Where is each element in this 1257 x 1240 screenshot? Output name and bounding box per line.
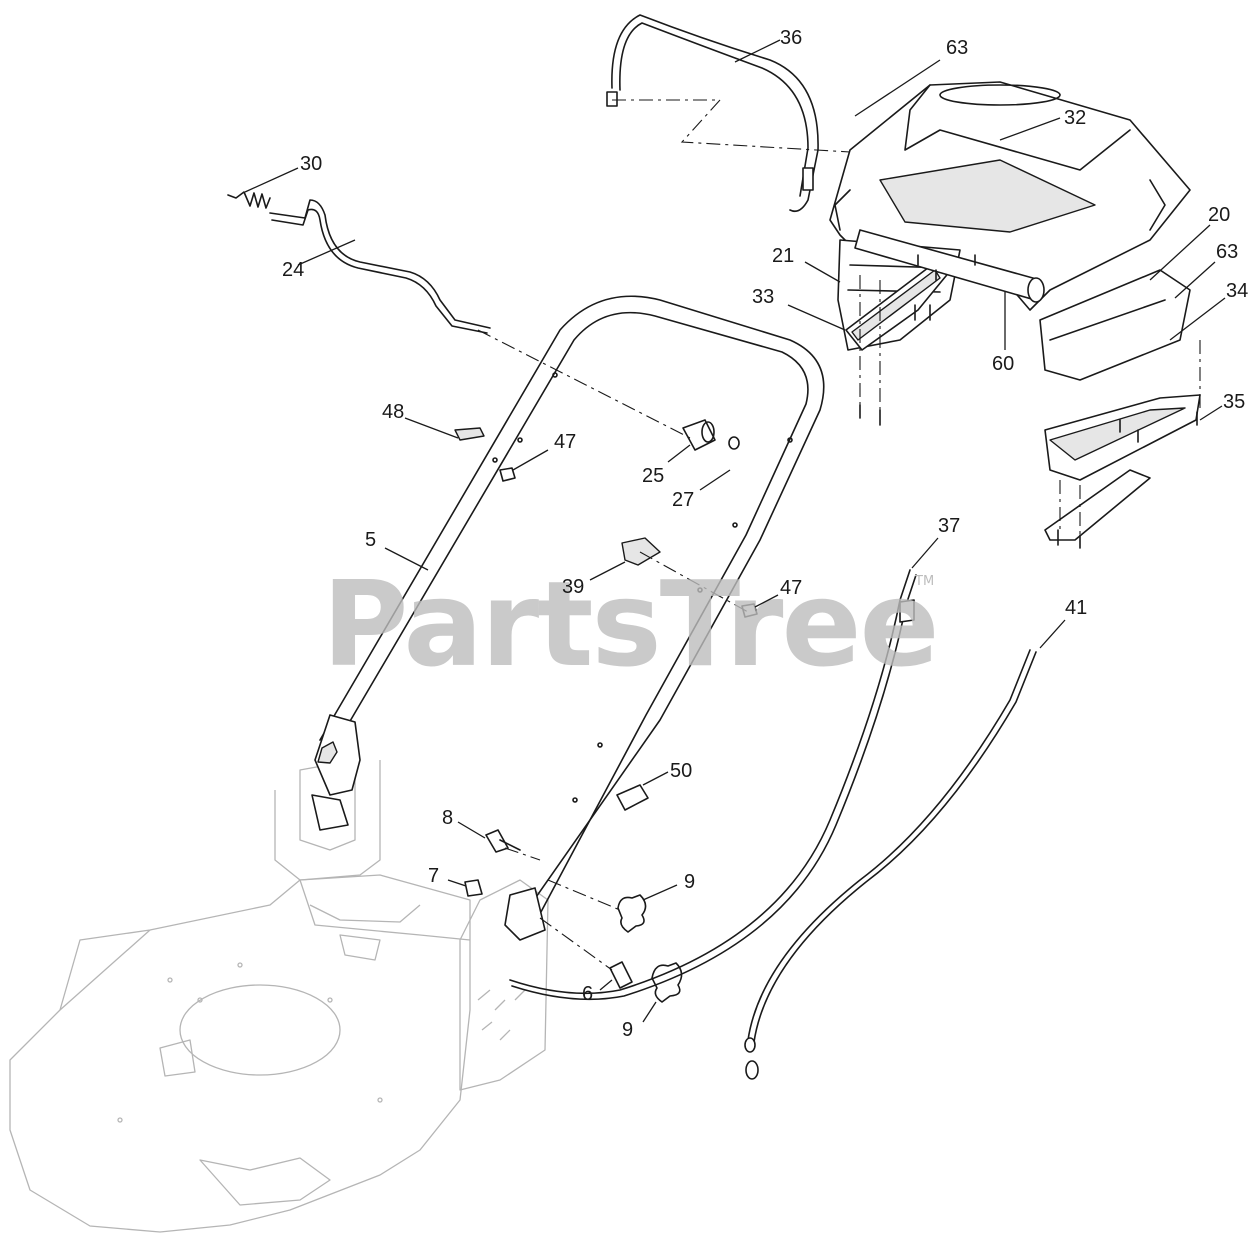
callout-9-lower: 9 xyxy=(622,1019,633,1041)
cable-37 xyxy=(509,569,917,1001)
watermark: PartsTree xyxy=(322,555,938,693)
callout-47-lower: 47 xyxy=(780,577,802,599)
callout-36: 36 xyxy=(780,27,802,49)
callout-50: 50 xyxy=(670,760,692,782)
callout-35: 35 xyxy=(1223,391,1245,413)
left-handle-bracket xyxy=(311,714,361,831)
throttle-rod xyxy=(269,199,491,334)
callout-8: 8 xyxy=(442,807,453,829)
callout-39: 39 xyxy=(562,576,584,598)
bolt-8 xyxy=(485,829,521,853)
assembly-paths xyxy=(477,99,1201,971)
nut-47-lower xyxy=(741,603,758,618)
leader-lines xyxy=(244,39,1226,1023)
rail-right xyxy=(1044,394,1201,541)
bail-bar xyxy=(606,14,819,213)
screws xyxy=(859,254,1198,549)
callout-21: 21 xyxy=(772,245,794,267)
spring xyxy=(227,191,271,209)
callout-30: 30 xyxy=(300,153,322,175)
block-50 xyxy=(616,784,649,811)
callout-63-top: 63 xyxy=(946,37,968,59)
callout-41: 41 xyxy=(1065,597,1087,619)
callout-47-upper: 47 xyxy=(554,431,576,453)
bushing-25 xyxy=(682,419,716,451)
callout-32: 32 xyxy=(1064,107,1086,129)
callout-33: 33 xyxy=(752,286,774,308)
nut-7 xyxy=(464,879,483,897)
clip-48 xyxy=(454,427,485,441)
callout-labels: 36 63 32 30 24 20 21 63 33 34 60 35 48 4… xyxy=(282,27,1248,1041)
callout-20: 20 xyxy=(1208,204,1230,226)
callout-48: 48 xyxy=(382,401,404,423)
washer-27 xyxy=(728,436,740,450)
nut-47-upper xyxy=(499,467,516,482)
callout-6: 6 xyxy=(582,983,593,1005)
cable-41 xyxy=(744,649,1037,1080)
callout-37: 37 xyxy=(938,515,960,537)
callout-63-right: 63 xyxy=(1216,241,1238,263)
knob-9-lower xyxy=(651,962,683,1003)
callout-9-upper: 9 xyxy=(684,871,695,893)
block-39 xyxy=(621,537,661,566)
pin-6 xyxy=(609,961,633,989)
callout-25: 25 xyxy=(642,465,664,487)
callout-7: 7 xyxy=(428,865,439,887)
main-handle xyxy=(319,295,825,926)
right-handle-bracket xyxy=(504,887,546,941)
callout-60: 60 xyxy=(992,353,1014,375)
watermark-tm: TM xyxy=(914,574,934,589)
callout-34: 34 xyxy=(1226,280,1248,302)
side-cover-right xyxy=(1039,269,1191,381)
mower-deck xyxy=(9,759,549,1233)
cross-rod xyxy=(854,229,1045,303)
callout-27: 27 xyxy=(672,489,694,511)
callout-5: 5 xyxy=(365,529,376,551)
rail-left xyxy=(845,254,956,351)
callout-24: 24 xyxy=(282,259,304,281)
knob-9-upper xyxy=(617,894,647,933)
